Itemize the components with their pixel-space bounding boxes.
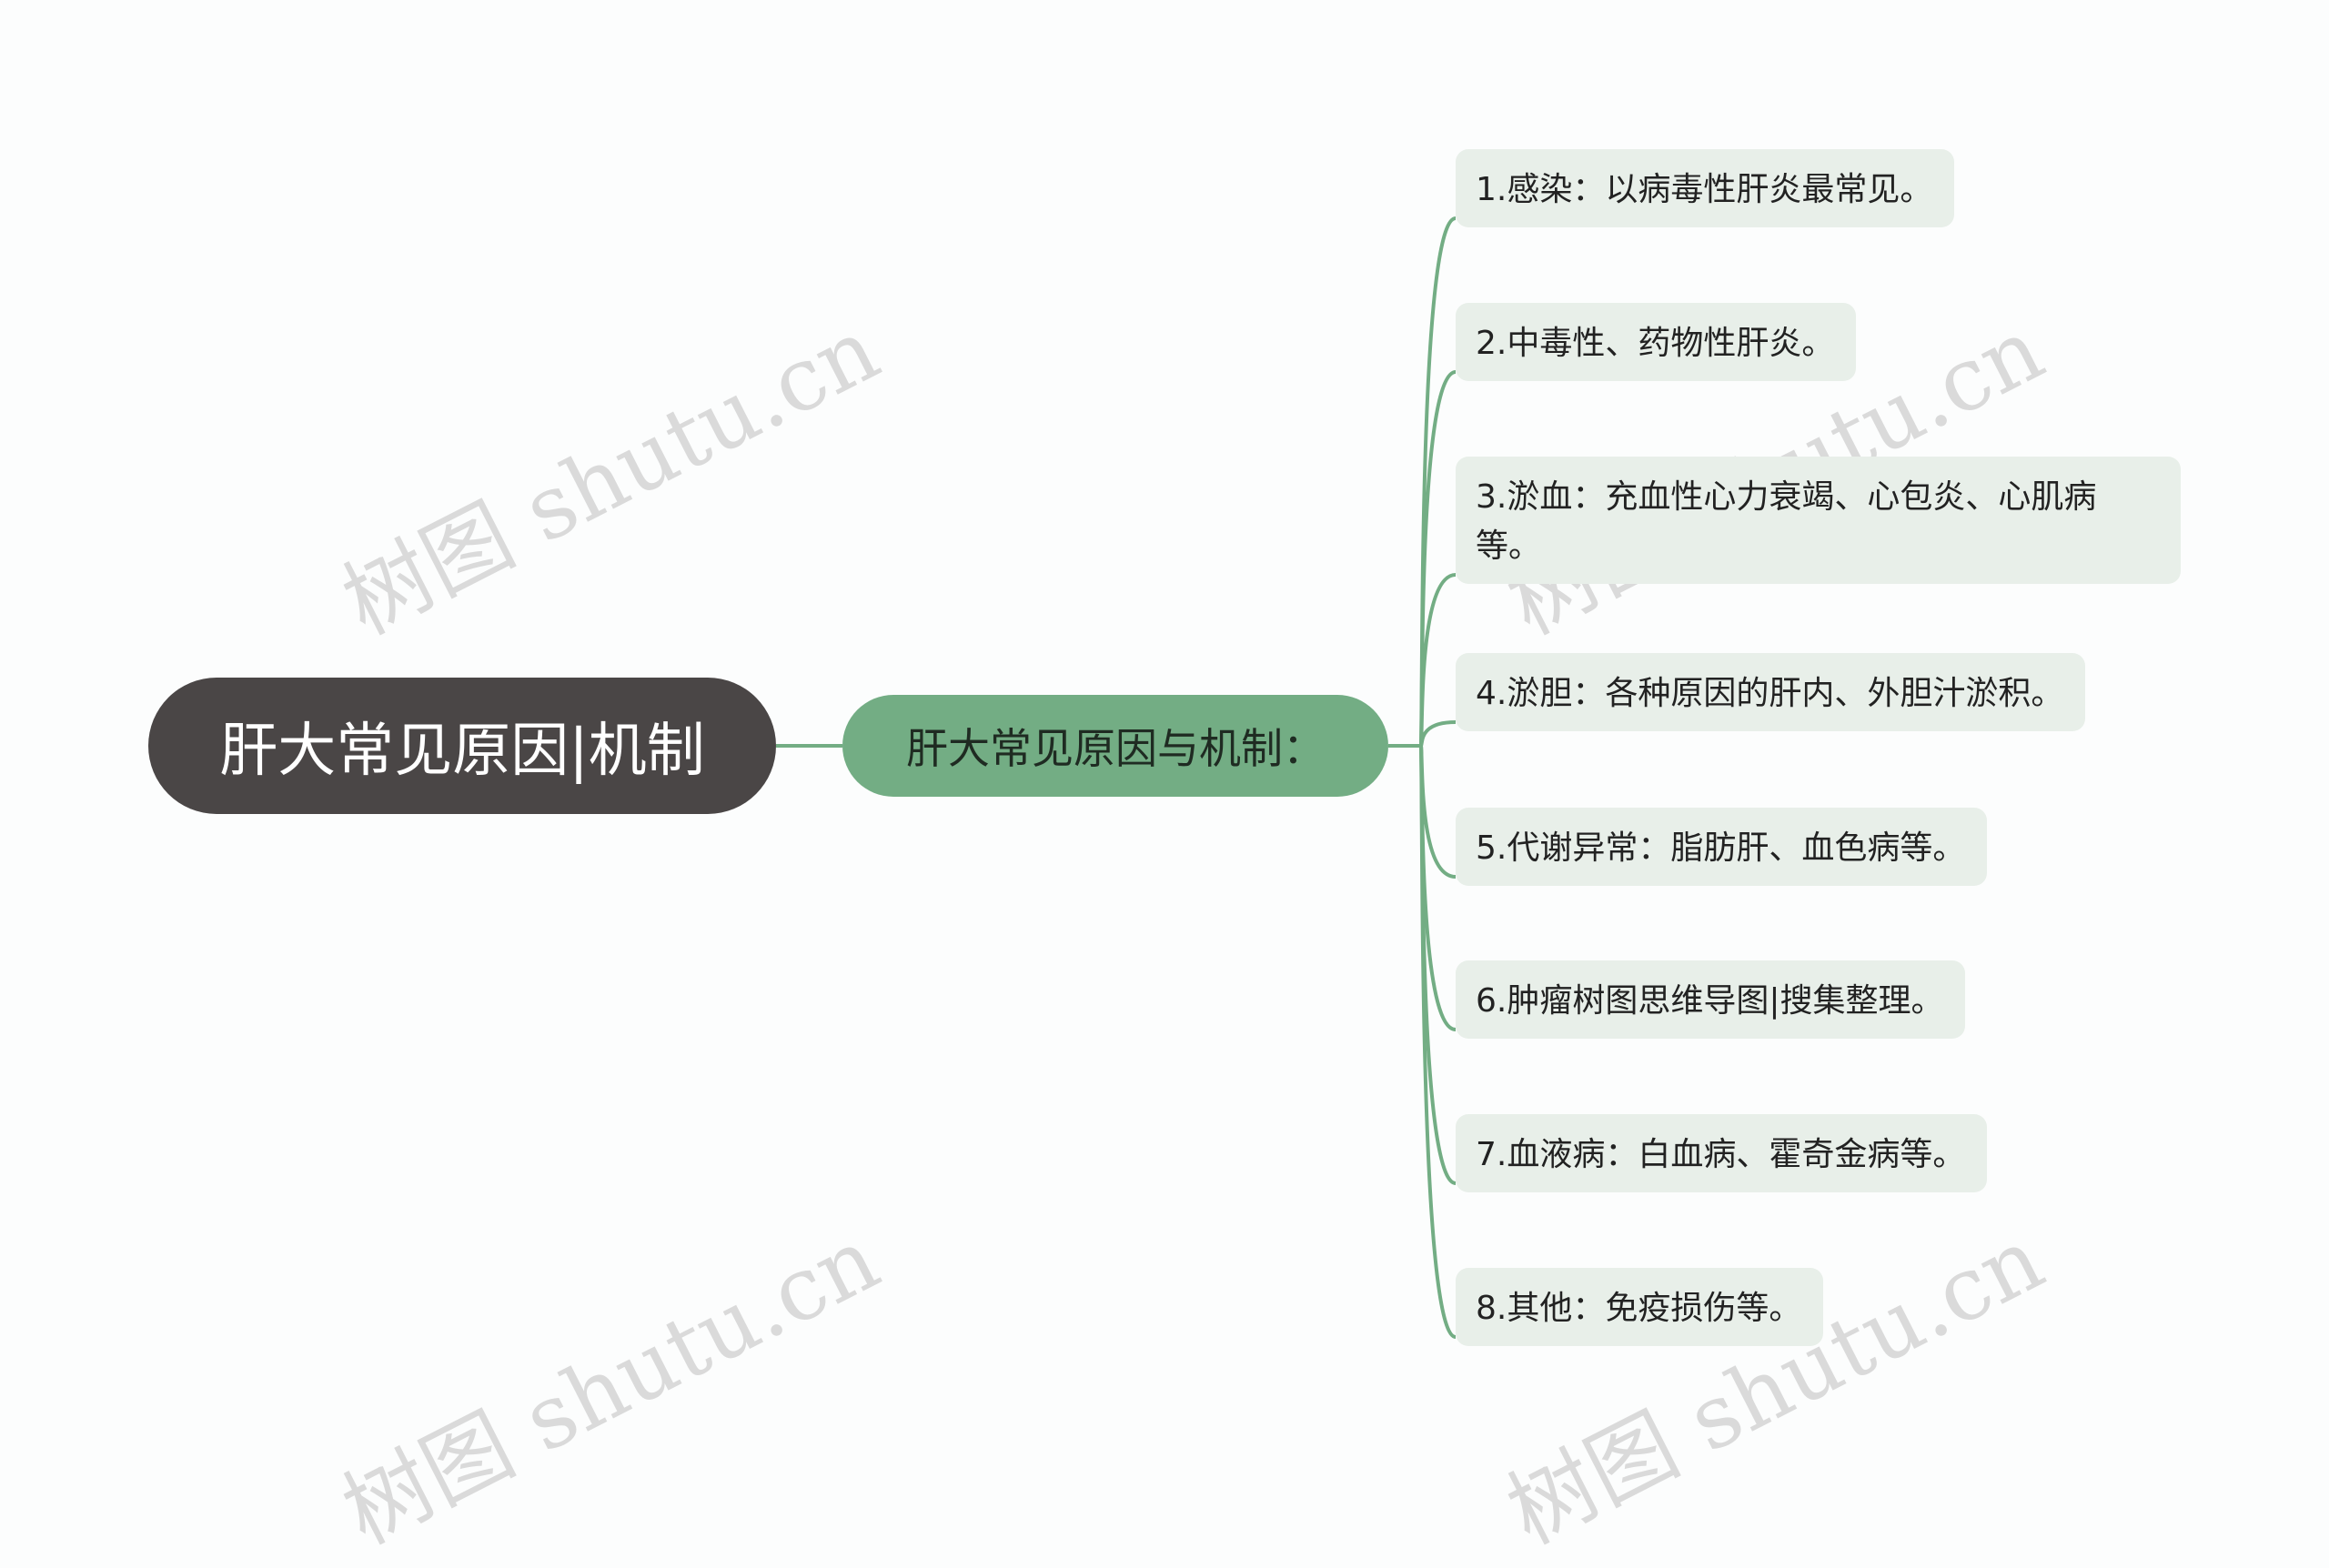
branch-node[interactable]: 肝大常见原因与机制： <box>842 695 1388 797</box>
leaf-node-5[interactable]: 5.代谢异常：脂肪肝、血色病等。 <box>1456 808 1988 886</box>
leaf-node-1[interactable]: 1.感染：以病毒性肝炎最常见。 <box>1456 149 1955 227</box>
connector-lines <box>776 216 1457 1339</box>
connector-leaf-3 <box>1419 573 1457 747</box>
leaf-node-3[interactable]: 3.淤血：充血性心力衰竭、心包炎、心肌病等。 <box>1456 457 2181 584</box>
root-node[interactable]: 肝大常见原因|机制 <box>148 678 776 814</box>
connector-leaf-1 <box>1419 216 1457 747</box>
connector-branch-leaves <box>1388 216 1457 1339</box>
connector-leaf-8 <box>1419 745 1457 1339</box>
leaf-node-2[interactable]: 2.中毒性、药物性肝炎。 <box>1456 303 1857 381</box>
connector-leaf-5 <box>1419 745 1457 879</box>
connector-leaf-4 <box>1419 720 1457 747</box>
leaf-node-8[interactable]: 8.其他：免疫损伤等。 <box>1456 1268 1824 1346</box>
leaf-node-6[interactable]: 6.肿瘤树图思维导图|搜集整理。 <box>1456 960 1966 1039</box>
leaf-node-7[interactable]: 7.血液病：白血病、霍奇金病等。 <box>1456 1114 1988 1192</box>
leaf-node-4[interactable]: 4.淤胆：各种原因的肝内、外胆汁淤积。 <box>1456 653 2086 731</box>
